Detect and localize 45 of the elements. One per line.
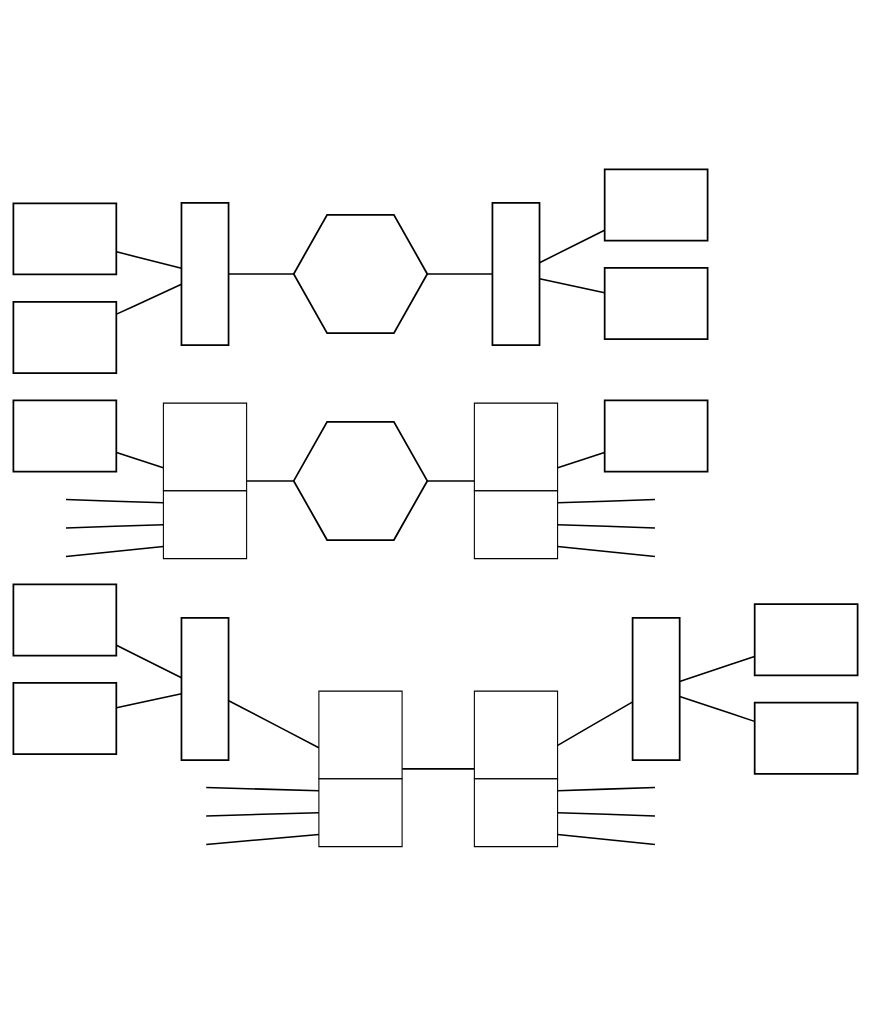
node-box	[753, 701, 858, 775]
node-bar	[180, 616, 229, 761]
connector	[556, 545, 656, 558]
connector	[115, 283, 182, 315]
connector	[556, 523, 656, 529]
connector	[64, 498, 164, 504]
connector	[538, 278, 605, 294]
connector	[556, 811, 656, 817]
connector	[556, 833, 656, 846]
connector	[115, 693, 182, 709]
connector	[426, 480, 475, 482]
node-box	[12, 399, 117, 473]
connector	[401, 768, 475, 770]
node-box	[603, 399, 708, 473]
connector	[245, 480, 294, 482]
connector	[204, 786, 320, 792]
node-box	[603, 267, 708, 340]
connector	[64, 523, 164, 529]
node-box	[12, 202, 117, 276]
node-bracket	[292, 420, 428, 541]
node-bar	[631, 616, 681, 761]
connector	[115, 451, 164, 469]
connector	[678, 655, 755, 683]
connector	[426, 273, 493, 275]
node-box	[12, 583, 117, 657]
connector	[556, 451, 605, 469]
connector	[204, 811, 320, 817]
node-bar	[491, 201, 540, 346]
node-box	[753, 603, 858, 677]
connector	[678, 695, 755, 723]
connector	[556, 498, 656, 504]
connector	[556, 701, 633, 747]
connector	[227, 699, 320, 749]
connector	[115, 251, 182, 269]
connector	[538, 229, 605, 264]
node-bar	[180, 201, 229, 346]
node-box	[12, 682, 117, 755]
node-box	[12, 301, 117, 374]
connector	[64, 545, 164, 558]
connector	[227, 273, 294, 275]
connector	[115, 644, 182, 679]
node-box	[603, 168, 708, 242]
connector	[556, 786, 656, 792]
connector	[204, 833, 320, 846]
node-bracket	[292, 213, 428, 334]
